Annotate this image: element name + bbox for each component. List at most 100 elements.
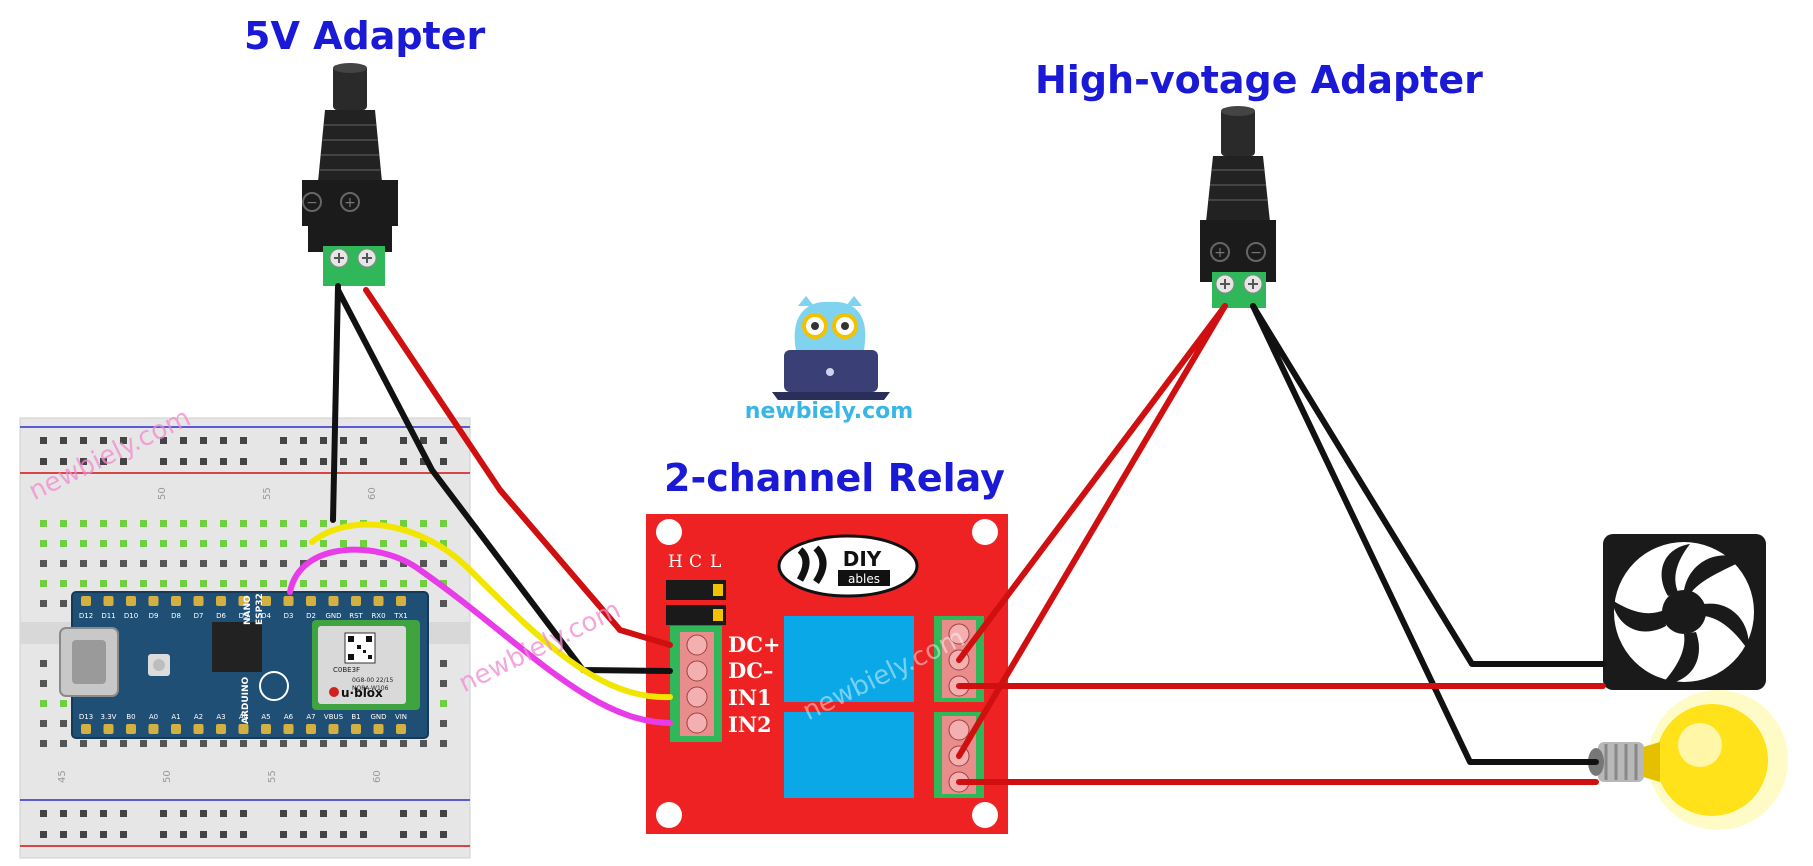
breadboard-hole: [200, 520, 207, 527]
breadboard-hole: [260, 520, 267, 527]
breadboard-hole: [80, 540, 87, 547]
breadboard-hole: [40, 720, 47, 727]
breadboard-hole: [120, 458, 127, 465]
bb-number: 60: [372, 770, 383, 783]
breadboard-hole: [400, 810, 407, 817]
breadboard-hole: [320, 458, 327, 465]
breadboard-hole: [40, 700, 47, 707]
header-pin: [81, 724, 91, 734]
breadboard-hole: [100, 740, 107, 747]
breadboard-hole: [220, 520, 227, 527]
header-pin: [103, 596, 114, 606]
breadboard-hole: [400, 458, 407, 465]
breadboard-hole: [220, 560, 227, 567]
breadboard-hole: [60, 700, 67, 707]
breadboard-hole: [100, 831, 107, 838]
breadboard-hole: [320, 560, 327, 567]
breadboard-hole: [340, 560, 347, 567]
breadboard-hole: [320, 810, 327, 817]
bb-number: 55: [262, 487, 273, 500]
breadboard-hole: [380, 580, 387, 587]
header-pin: [126, 596, 136, 606]
pin-label: D4: [261, 612, 271, 620]
breadboard-hole: [60, 831, 67, 838]
pin-label: A4: [239, 713, 249, 721]
header-pin: [328, 724, 339, 734]
wire-black: [330, 283, 341, 523]
pin-label: GND: [325, 612, 341, 620]
breadboard-hole: [280, 540, 287, 547]
header-pin: [306, 724, 316, 734]
site-logo-text: newbiely.com: [745, 399, 913, 424]
light-bulb: [1588, 690, 1788, 830]
breadboard-hole: [420, 740, 427, 747]
pin-label: B0: [126, 713, 135, 721]
breadboard-hole: [140, 740, 147, 747]
breadboard-hole: [360, 740, 367, 747]
jumper-label: C: [689, 552, 702, 572]
breadboard-hole: [180, 437, 187, 444]
breadboard-hole: [320, 580, 327, 587]
breadboard-hole: [220, 458, 227, 465]
breadboard-hole: [240, 520, 247, 527]
breadboard-hole: [60, 740, 67, 747]
pin-label: A1: [171, 713, 180, 721]
breadboard-hole: [340, 740, 347, 747]
breadboard-hole: [200, 810, 207, 817]
breadboard-hole: [200, 831, 207, 838]
breadboard-hole: [80, 740, 87, 747]
terminal-minus-mark: −: [1250, 245, 1262, 261]
pin-label: D11: [101, 612, 115, 620]
breadboard-hole: [260, 740, 267, 747]
breadboard-hole: [360, 458, 367, 465]
breadboard-hole: [180, 458, 187, 465]
breadboard-hole: [60, 560, 67, 567]
breadboard-hole: [160, 437, 167, 444]
breadboard-hole: [300, 810, 307, 817]
breadboard-hole: [320, 740, 327, 747]
pin-label: D2: [306, 612, 316, 620]
header-pin: [396, 724, 406, 734]
relay-pin-label: DC+: [728, 632, 781, 657]
breadboard-hole: [400, 831, 407, 838]
breadboard-hole: [360, 831, 367, 838]
breadboard-hole: [240, 810, 247, 817]
breadboard-hole: [60, 437, 67, 444]
breadboard-hole: [160, 540, 167, 547]
breadboard-hole: [140, 520, 147, 527]
breadboard-hole: [420, 831, 427, 838]
dc-adapter-5v: − +: [302, 63, 398, 286]
jumper-label: L: [710, 552, 721, 572]
breadboard-hole: [180, 520, 187, 527]
breadboard-hole: [440, 680, 447, 687]
breadboard-hole: [360, 580, 367, 587]
breadboard-hole: [160, 520, 167, 527]
breadboard-hole: [100, 580, 107, 587]
breadboard-hole: [300, 437, 307, 444]
breadboard-hole: [160, 580, 167, 587]
board-model: NANO: [243, 595, 253, 625]
wire-magenta: [287, 546, 673, 726]
pin-label: B1: [351, 713, 360, 721]
breadboard-hole: [140, 540, 147, 547]
breadboard-hole: [120, 831, 127, 838]
pin-label: A6: [284, 713, 294, 721]
bb-number: 50: [157, 487, 168, 500]
header-pin: [261, 724, 271, 734]
breadboard-hole: [200, 580, 207, 587]
header-pin: [103, 724, 114, 734]
breadboard-hole: [40, 560, 47, 567]
pin-label: RX0: [371, 612, 385, 620]
breadboard-hole: [300, 580, 307, 587]
breadboard-hole: [120, 810, 127, 817]
wires: [287, 283, 1606, 785]
breadboard-hole: [280, 560, 287, 567]
breadboard-hole: [340, 540, 347, 547]
breadboard-hole: [180, 560, 187, 567]
mcu-chip: [212, 622, 262, 672]
header-pin: [238, 596, 249, 606]
breadboard-hole: [80, 580, 87, 587]
breadboard-hole: [440, 810, 447, 817]
header-pin: [238, 724, 249, 734]
